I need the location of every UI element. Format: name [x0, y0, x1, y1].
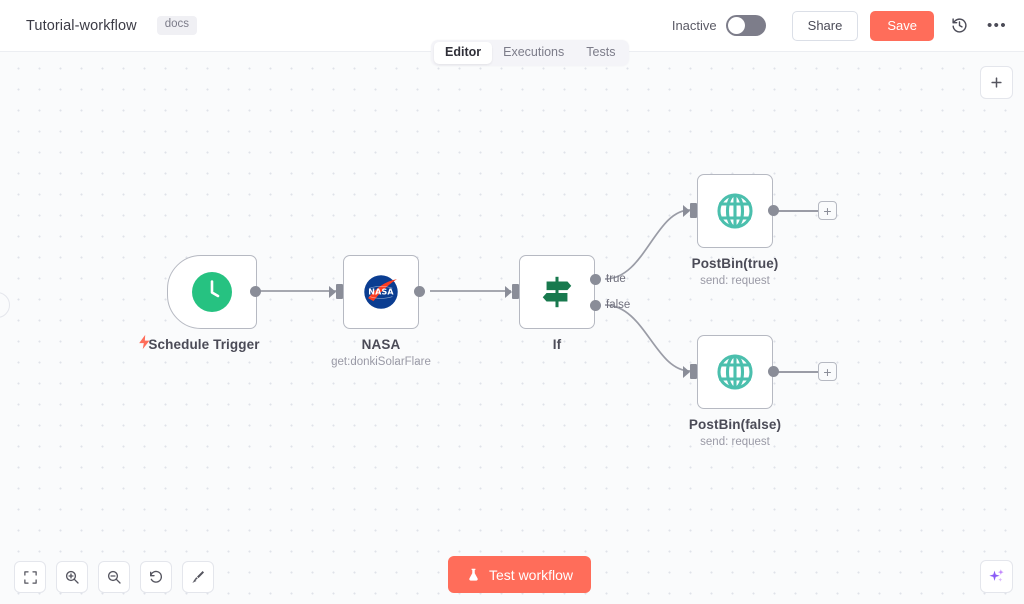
- test-workflow-button[interactable]: Test workflow: [448, 556, 592, 593]
- output-label-true: true: [606, 273, 626, 285]
- activation-toggle[interactable]: [725, 15, 766, 36]
- globe-icon: [715, 352, 755, 392]
- node-nasa[interactable]: NASA: [343, 255, 419, 329]
- broom-icon[interactable]: [182, 561, 214, 593]
- activation-status-label: Inactive: [671, 18, 717, 33]
- node-subtitle-postbin-false: send: request: [700, 436, 770, 448]
- node-subtitle-nasa: get:donkiSolarFlare: [331, 356, 431, 368]
- lightning-bolt-icon: [136, 331, 153, 353]
- input-port-postbin-false[interactable]: [683, 364, 697, 379]
- input-port-if[interactable]: [505, 284, 519, 299]
- node-label-postbin-true: PostBin(true): [691, 256, 779, 271]
- input-port-nasa[interactable]: [329, 284, 343, 299]
- node-schedule-trigger[interactable]: [167, 255, 257, 329]
- connection-edges: [255, 209, 691, 372]
- tab-tests[interactable]: Tests: [586, 45, 616, 60]
- node-label-nasa: NASA: [361, 337, 401, 352]
- output-port-if-false[interactable]: [590, 300, 601, 311]
- add-node-button[interactable]: [980, 66, 1013, 99]
- toggle-knob: [727, 17, 745, 34]
- input-port-postbin-true[interactable]: [683, 203, 697, 218]
- workflow-canvas[interactable]: Schedule Trigger NASA NASA get:donkiSola…: [0, 52, 1024, 604]
- ai-assistant-button[interactable]: [980, 560, 1013, 593]
- node-label-postbin-false: PostBin(false): [688, 417, 782, 432]
- tab-editor[interactable]: Editor: [434, 42, 493, 64]
- clock-icon: [191, 271, 233, 313]
- add-node-after-postbin-true[interactable]: +: [818, 201, 837, 220]
- output-port-postbin-false[interactable]: [768, 366, 779, 377]
- output-port-schedule-trigger[interactable]: [250, 286, 261, 297]
- history-icon[interactable]: [946, 13, 972, 39]
- zoom-in-icon[interactable]: [56, 561, 88, 593]
- more-options-icon[interactable]: •••: [987, 17, 1007, 34]
- node-postbin-false[interactable]: [697, 335, 773, 409]
- output-port-postbin-true[interactable]: [768, 205, 779, 216]
- stub-connector-false: [778, 371, 818, 373]
- share-button[interactable]: Share: [791, 10, 859, 41]
- output-port-if-true[interactable]: [590, 274, 601, 285]
- fit-view-icon[interactable]: [14, 561, 46, 593]
- undo-icon[interactable]: [140, 561, 172, 593]
- signpost-icon: [538, 273, 576, 311]
- node-postbin-true[interactable]: [697, 174, 773, 248]
- test-workflow-label: Test workflow: [489, 566, 574, 583]
- output-port-nasa[interactable]: [414, 286, 425, 297]
- svg-text:NASA: NASA: [368, 288, 394, 297]
- output-label-false: false: [606, 299, 631, 311]
- workflow-tag[interactable]: docs: [156, 16, 198, 35]
- globe-icon: [715, 191, 755, 231]
- zoom-out-icon[interactable]: [98, 561, 130, 593]
- editor-tabs: Editor Executions Tests: [431, 40, 630, 66]
- add-node-after-postbin-false[interactable]: +: [818, 362, 837, 381]
- stub-connector-true: [778, 210, 818, 212]
- node-label-if: If: [552, 337, 562, 352]
- save-button[interactable]: Save: [870, 10, 934, 41]
- flask-icon: [466, 567, 481, 583]
- offscreen-node-indicator: [0, 292, 10, 318]
- node-if[interactable]: [519, 255, 595, 329]
- sparkles-icon: [987, 567, 1006, 586]
- node-subtitle-postbin-true: send: request: [700, 275, 770, 287]
- header-actions: Inactive Share Save •••: [671, 10, 1024, 41]
- nasa-logo-icon: NASA: [362, 273, 400, 311]
- canvas-controls: [14, 561, 214, 593]
- node-label-schedule-trigger: Schedule Trigger: [148, 337, 260, 352]
- tab-executions[interactable]: Executions: [503, 45, 565, 60]
- workflow-title[interactable]: Tutorial-workflow: [26, 17, 137, 34]
